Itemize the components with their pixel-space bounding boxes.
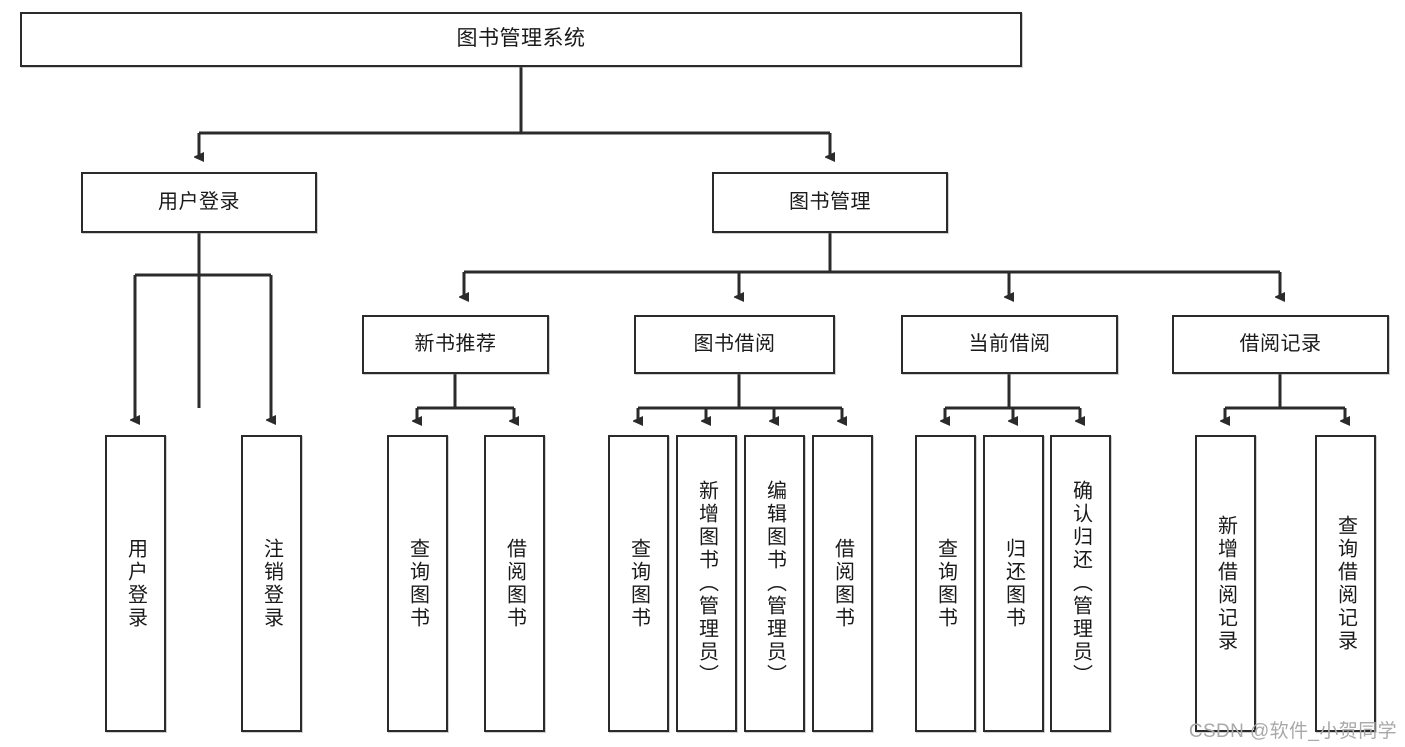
node-borrow-record-label: 借阅记录 <box>1239 332 1322 355</box>
leaf-edit-book-label: 编辑图书（管理员） <box>763 480 786 687</box>
node-borrow-record[interactable]: 借阅记录 <box>1172 315 1389 374</box>
leaf-confirm-return-label: 确认归还（管理员） <box>1069 480 1092 687</box>
leaf-borrow-book-2[interactable]: 借阅图书 <box>812 435 873 732</box>
leaf-query-book-3-label: 查询图书 <box>934 537 957 630</box>
leaf-add-book[interactable]: 新增图书（管理员） <box>676 435 737 732</box>
leaf-confirm-return[interactable]: 确认归还（管理员） <box>1050 435 1111 732</box>
leaf-borrow-book-1[interactable]: 借阅图书 <box>484 435 545 732</box>
leaf-query-book-1[interactable]: 查询图书 <box>387 435 448 732</box>
leaf-return-book[interactable]: 归还图书 <box>983 435 1044 732</box>
node-current-borrow[interactable]: 当前借阅 <box>901 315 1118 374</box>
leaf-add-record[interactable]: 新增借阅记录 <box>1195 435 1256 732</box>
leaf-query-record[interactable]: 查询借阅记录 <box>1315 435 1376 732</box>
node-root-label: 图书管理系统 <box>456 27 586 51</box>
leaf-borrow-book-2-label: 借阅图书 <box>831 537 854 630</box>
leaf-add-book-label: 新增图书（管理员） <box>695 480 718 687</box>
leaf-query-book-1-label: 查询图书 <box>406 537 429 630</box>
node-root[interactable]: 图书管理系统 <box>20 12 1022 67</box>
leaf-return-book-label: 归还图书 <box>1002 537 1025 630</box>
leaf-borrow-book-1-label: 借阅图书 <box>503 537 526 630</box>
node-new-book-recommend-label: 新书推荐 <box>414 332 497 355</box>
leaf-user-login[interactable]: 用户登录 <box>105 435 166 732</box>
node-book-management[interactable]: 图书管理 <box>712 172 948 233</box>
node-current-borrow-label: 当前借阅 <box>968 332 1051 355</box>
node-book-borrow[interactable]: 图书借阅 <box>634 315 835 374</box>
leaf-user-login-label: 用户登录 <box>124 537 147 630</box>
leaf-edit-book[interactable]: 编辑图书（管理员） <box>744 435 805 732</box>
node-new-book-recommend[interactable]: 新书推荐 <box>362 315 549 374</box>
leaf-query-book-2[interactable]: 查询图书 <box>608 435 669 732</box>
node-book-borrow-label: 图书借阅 <box>693 332 776 355</box>
leaf-query-book-3[interactable]: 查询图书 <box>915 435 976 732</box>
watermark-text: CSDN @软件_小贺同学 <box>1188 721 1397 742</box>
node-user-login-label: 用户登录 <box>158 190 240 213</box>
leaf-add-record-label: 新增借阅记录 <box>1214 514 1237 653</box>
leaf-logout-login-label: 注销登录 <box>260 537 283 630</box>
leaf-query-record-label: 查询借阅记录 <box>1334 514 1357 653</box>
node-user-login[interactable]: 用户登录 <box>81 172 317 233</box>
node-book-management-label: 图书管理 <box>789 190 871 213</box>
leaf-logout-login[interactable]: 注销登录 <box>241 435 302 732</box>
leaf-query-book-2-label: 查询图书 <box>627 537 650 630</box>
